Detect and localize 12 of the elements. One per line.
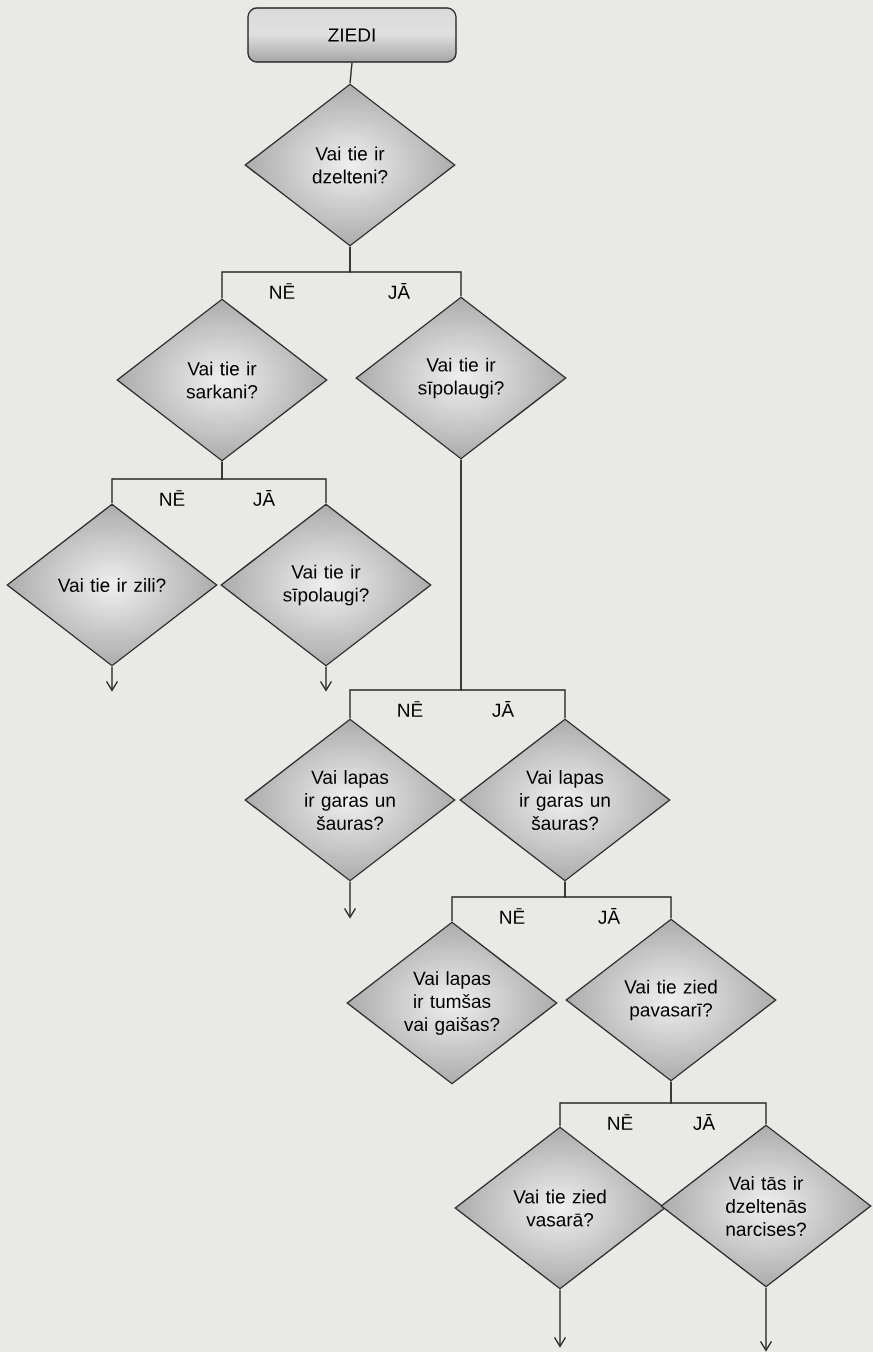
connector-line	[460, 459, 566, 719]
arrow	[553, 1289, 567, 1348]
arrow	[319, 666, 333, 692]
arrow	[759, 1287, 773, 1352]
connector-line	[221, 461, 327, 504]
connector-line	[564, 881, 672, 919]
connector-line	[349, 246, 462, 297]
start-box: ZIEDI	[247, 7, 457, 63]
connector-line	[349, 62, 353, 84]
connector-line	[670, 1081, 767, 1125]
arrow	[343, 881, 357, 919]
arrow	[105, 666, 119, 692]
